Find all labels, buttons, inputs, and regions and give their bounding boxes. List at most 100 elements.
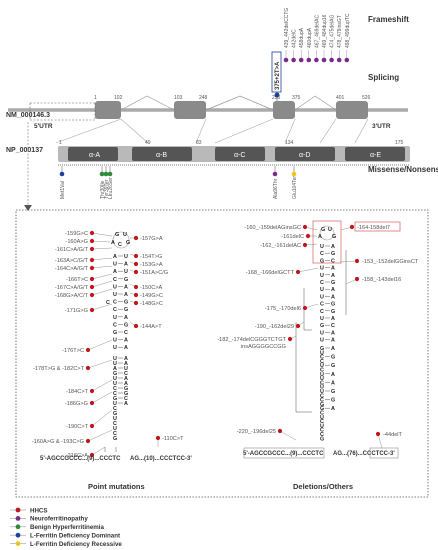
- svg-text:250: 250: [272, 95, 281, 101]
- hhcs-variant-dot: [89, 257, 95, 263]
- variant-label: -176T>C: [62, 348, 84, 354]
- nucleotide: U: [113, 381, 117, 387]
- hhcs-variant-dot: [89, 400, 95, 406]
- svg-text:G: G: [331, 363, 335, 369]
- svg-text:α-D: α-D: [299, 152, 310, 159]
- nucleotide: U: [320, 415, 324, 421]
- nucleotide: A: [124, 262, 128, 268]
- hhcs-variant-dot: [89, 230, 95, 236]
- missense-variants: Met1Val Thr30Ile Tyr39Ter Leu26Ser Ala96…: [59, 166, 298, 199]
- variant-label: -160A>G: [65, 239, 88, 245]
- protein-coordinates: 1 49 83 134 175: [59, 140, 404, 146]
- deletion-highlight-box: [312, 220, 342, 264]
- seq-right-5prime: 5'-AGCCGCCC...(9)...CCCTC: [243, 451, 324, 457]
- nucleotide: U: [124, 269, 128, 275]
- exon-3: [273, 101, 295, 119]
- frameshift-label: 474_475delAG: [330, 15, 336, 48]
- frameshift-label: 460dupA: [307, 27, 313, 48]
- svg-text:375: 375: [292, 95, 301, 101]
- variant-label: -162_-161delAC: [260, 243, 301, 249]
- svg-text:C: C: [118, 242, 122, 248]
- hhcs-variant-dot: [89, 307, 95, 313]
- missense-label: Met1Val: [60, 181, 66, 199]
- nucleotide: A: [331, 273, 335, 279]
- variant-label: -186G>G: [65, 401, 88, 407]
- hhcs-variant-dot: [354, 276, 360, 282]
- seq-left-3prime: AG...(10)...CCCTCC-3': [130, 456, 192, 462]
- nucleotide: C: [113, 300, 117, 306]
- variant-label: -153_-152delGGinsCT: [362, 259, 419, 265]
- svg-text:A: A: [111, 240, 115, 246]
- nucleotide: U: [113, 292, 117, 298]
- hhcs-variant-dot: [133, 284, 139, 290]
- hhcs-variant-dot: [89, 388, 95, 394]
- nucleotide: G: [124, 277, 128, 283]
- svg-text:G: G: [331, 398, 335, 404]
- nucleotide: C: [320, 309, 324, 315]
- nucleotide: C: [331, 258, 335, 264]
- svg-text:U: U: [124, 366, 128, 372]
- nucleotide: G: [113, 330, 117, 336]
- nucleotide: A: [113, 269, 117, 275]
- hhcs-variant-dot: [133, 323, 139, 329]
- svg-text:A: A: [318, 234, 322, 240]
- splice-variant-dot: [274, 92, 280, 98]
- exon-coordinates: 1 102 103 248 250 375 401 526: [94, 95, 371, 101]
- hhcs-variant-dot: [89, 452, 95, 458]
- ire-panel: [15, 209, 429, 498]
- point-mutations-title: Point mutations: [88, 482, 145, 491]
- nucleotide: C: [320, 398, 324, 404]
- nucleotide: C: [320, 280, 324, 286]
- exon-2: [174, 101, 206, 119]
- svg-text:49: 49: [145, 140, 151, 146]
- nucleotide: A: [124, 292, 128, 298]
- nucleotide: U: [320, 266, 324, 272]
- nucleotide: A: [113, 366, 117, 372]
- nucleotide: U: [320, 273, 324, 279]
- nucleotide: A: [331, 330, 335, 336]
- legend-marker: [15, 524, 21, 530]
- legend-marker: [15, 507, 21, 513]
- nucleotide: C: [113, 391, 117, 397]
- splice-variant-box: [271, 51, 282, 93]
- nucleotide: C: [320, 302, 324, 308]
- variant-label: -149G>C: [140, 293, 163, 299]
- nucleotide: U: [124, 254, 128, 260]
- domain-b: [132, 147, 192, 161]
- nucleotide: C: [113, 421, 117, 427]
- nucleotide: U: [320, 389, 324, 395]
- nucleotide: U: [113, 401, 117, 407]
- nucleotide: A: [331, 294, 335, 300]
- svg-text:A: A: [331, 346, 335, 352]
- nucleotide: U: [113, 361, 117, 367]
- missense-dot: [59, 171, 65, 177]
- hhcs-variant-dot: [133, 269, 139, 275]
- variant-label: -190_-162del29: [255, 324, 294, 330]
- nucleotide: G: [320, 402, 324, 408]
- svg-text:G: G: [331, 389, 335, 395]
- hhcs-variant-dot: [85, 347, 91, 353]
- frameshift-label: 442delC: [292, 29, 298, 48]
- variant-label: -159G>C: [65, 231, 88, 237]
- nucleotide: C: [320, 355, 324, 361]
- nucleotide: G: [113, 371, 117, 377]
- seq-right-3prime: AG...(76)...CCCTCC-3': [333, 451, 395, 457]
- svg-text:Tyr39Ter: Tyr39Ter: [104, 179, 110, 199]
- svg-text:A: A: [124, 361, 128, 367]
- nucleotide: C: [113, 386, 117, 392]
- legend-label: Benign Hyperferritinemia: [30, 524, 104, 531]
- hhcs-variant-dot: [302, 224, 308, 230]
- svg-text:G: G: [124, 391, 128, 397]
- hhcs-variant-dot: [89, 238, 95, 244]
- nucleotide: G: [113, 436, 117, 442]
- variant-label: -178T>G & -182C>T: [33, 366, 85, 372]
- frameshift-dot: [314, 57, 319, 63]
- frameshift-dot: [291, 57, 296, 63]
- nucleotide: C: [331, 323, 335, 329]
- nucleotide: C: [113, 322, 117, 328]
- variant-label: -163A>C/G/T: [55, 258, 89, 264]
- nucleotide: G: [124, 322, 128, 328]
- nucleotide: G: [331, 302, 335, 308]
